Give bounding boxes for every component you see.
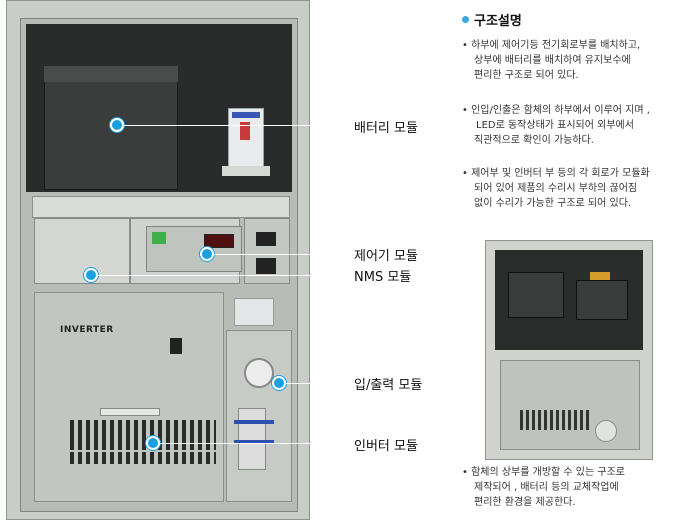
section-title: 구조설명: [474, 14, 522, 29]
bullet-line: • 제어부 및 인버터 부 등의 각 회로가 모듈화: [462, 168, 650, 179]
inverter-module-label: 인버터 모듈: [354, 439, 418, 454]
nms-leader-line: [98, 275, 346, 276]
controller-display: [204, 234, 234, 248]
controller-module-label: 제어기 모듈: [354, 249, 418, 264]
title-bullet-icon: [462, 16, 469, 23]
bullet-line: • 함체의 상부를 개방할 수 있는 구조로: [462, 467, 625, 478]
terminal-block: [238, 408, 266, 470]
controller-marker-dot: [200, 247, 214, 261]
terminal-wire: [234, 420, 274, 424]
lower-vent: [520, 410, 590, 430]
inverter-marker-dot: [146, 436, 160, 450]
bullet-line: • 인입/인출은 함체의 하부에서 이루어 지며 ,: [462, 105, 650, 116]
inverter-switch: [170, 338, 182, 354]
nms-marker-dot: [84, 268, 98, 282]
inverter-module-panel: [34, 292, 224, 502]
description-bullet: • 인입/인출은 함체의 하부에서 이루어 지며 , LED로 동작상태가 표시…: [462, 103, 650, 148]
power-jack-lower: [256, 258, 276, 274]
controller-leader-line: [214, 254, 346, 255]
inverter-vent: [70, 420, 216, 450]
battery-unit: [508, 272, 564, 318]
description-bullet: • 하부에 제어기등 전기회로부를 배치하고, 상부에 배터리를 배치하여 유지…: [462, 38, 640, 83]
module-shelf: [32, 196, 290, 218]
bullet-line: 상부에 배터리를 배치하여 유지보수에: [474, 55, 631, 66]
inverter-handle: [100, 408, 160, 416]
bullet-line: 제작되어 , 배터리 등의 교체작업에: [474, 482, 619, 493]
battery-marker-dot: [110, 118, 124, 132]
inverter-label: INVERTER: [60, 325, 114, 335]
io-breaker: [234, 298, 274, 326]
battery-pack-top: [44, 66, 178, 82]
battery-module-label: 배터리 모듈: [354, 121, 418, 136]
breaker-mount: [222, 166, 270, 176]
bullet-line: • 하부에 제어기등 전기회로부를 배치하고,: [462, 40, 641, 51]
breaker-label-strip: [232, 112, 260, 118]
lower-compartment: [500, 360, 640, 450]
bullet-line: 직관적으로 확인이 가능하다.: [474, 135, 594, 146]
bullet-line: 없이 수리가 가능한 구조로 되어 있다.: [474, 198, 632, 209]
inverter-vent-lower: [70, 452, 216, 464]
battery-unit: [576, 280, 628, 320]
inverter-leader-line: [160, 443, 346, 444]
ac-outlet: [244, 358, 274, 388]
lower-socket: [595, 420, 617, 442]
bullet-line: 편리한 환경을 제공한다.: [474, 497, 576, 508]
controller-green-button: [152, 232, 166, 244]
description-bullet: • 제어부 및 인버터 부 등의 각 회로가 모듈화 되어 있어 제품의 수리시…: [462, 166, 650, 211]
bullet-line: 되어 있어 제품의 수리시 부하의 끊어짐: [474, 183, 638, 194]
battery-terminal: [590, 272, 610, 280]
bullet-line: LED로 동작상태가 표시되어 외부에서: [476, 120, 634, 131]
nms-module-label: NMS 모듈: [354, 270, 412, 285]
breaker-switch: [240, 122, 250, 140]
io-module-label: 입/출력 모듈: [354, 378, 423, 393]
nms-module-panel: [34, 218, 130, 284]
battery-leader-line: [124, 125, 346, 126]
io-marker-dot: [272, 376, 286, 390]
terminal-wire: [234, 440, 274, 444]
io-leader-line: [286, 383, 346, 384]
bullet-line: 편리한 구조로 되어 있다.: [474, 70, 579, 81]
power-jack-upper: [256, 232, 276, 246]
description-bullet-bottom: • 함체의 상부를 개방할 수 있는 구조로 제작되어 , 배터리 등의 교체작…: [462, 465, 625, 510]
